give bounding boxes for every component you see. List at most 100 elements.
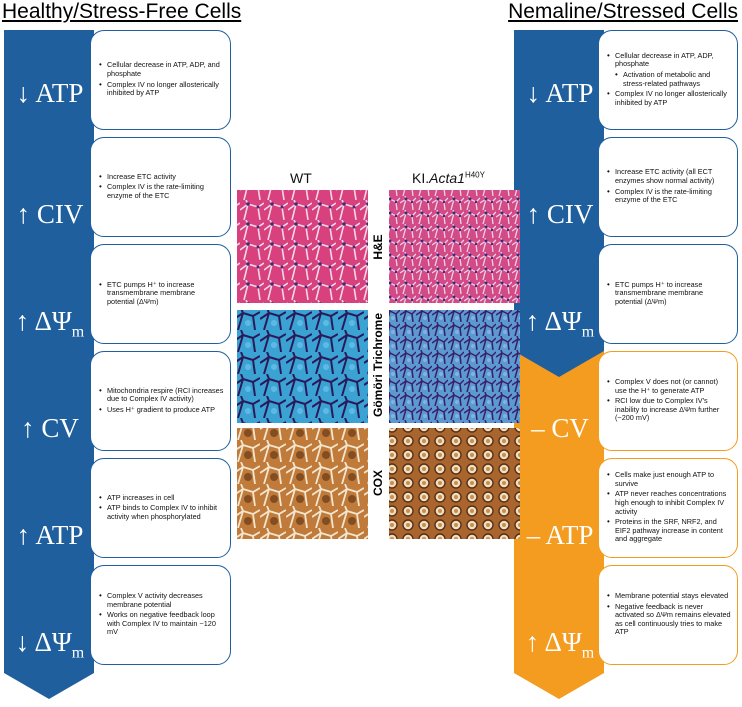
bullet-item: Complex IV is the rate-limiting enzyme o… <box>99 182 224 200</box>
left-step-3-label: ↑ ΔΨm <box>4 306 96 341</box>
step-symbol: CIV <box>546 199 594 229</box>
title-healthy: Healthy/Stress-Free Cells <box>2 0 242 23</box>
left-step-6-label: ↓ ΔΨm <box>4 627 96 662</box>
right-step-4-description: Complex V does not (or cannot) use the H… <box>598 351 738 451</box>
arrow-glyph: ↑ <box>526 199 541 229</box>
step-subscript: m <box>581 644 595 662</box>
step-symbol: ΔΨ <box>34 627 72 657</box>
left-step-4-chevron: ↑ CV <box>4 351 94 485</box>
ki-he-image <box>389 190 520 303</box>
row-label-cox: COX <box>371 470 385 497</box>
right-step-5-label: – ATP <box>514 520 606 551</box>
wt-cox-image <box>237 428 368 539</box>
left-step-2-label: ↑ CIV <box>4 199 96 230</box>
left-step-2-chevron: ↑ CIV <box>4 137 94 271</box>
title-nemaline: Nemaline/Stressed Cells <box>508 0 738 23</box>
wt-he-image <box>237 190 368 303</box>
ki-trichrome-image <box>389 310 520 423</box>
bullet-item: Cells make just enough ATP to survive <box>607 470 731 488</box>
step-symbol: ΔΨ <box>34 306 72 336</box>
bullet-item: ETC pumps H⁺ to increase transmembrane m… <box>99 280 224 307</box>
left-step-1-chevron: ↓ ATP <box>4 30 94 164</box>
bullet-item: Membrane potential stays elevated <box>607 591 731 601</box>
arrow-glyph: ↑ <box>16 520 31 550</box>
step-subscript: m <box>71 644 85 662</box>
right-step-4-chevron: – CV <box>514 351 604 485</box>
arrow-glyph: ↓ <box>16 78 31 108</box>
step-symbol: ATP <box>35 520 84 550</box>
step-subscript: m <box>71 323 85 341</box>
right-step-6-chevron: ↑ ΔΨm <box>514 565 604 699</box>
step-symbol: ATP <box>545 520 594 550</box>
arrow-glyph: ↑ <box>21 413 35 443</box>
wt-trichrome-image <box>237 310 368 423</box>
right-step-1-description: Cellular decrease in ATP, ADP, phosphate… <box>598 30 738 130</box>
row-label-he: H&E <box>371 234 385 260</box>
right-step-6-label: ↑ ΔΨm <box>514 627 606 662</box>
bullet-item: Complex IV no longer allosterically inhi… <box>99 80 224 98</box>
right-step-6-description: Membrane potential stays elevatedNegativ… <box>598 565 738 665</box>
left-step-1-description: Cellular decrease in ATP, ADP, and phosp… <box>90 30 231 130</box>
left-step-1-label: ↓ ATP <box>4 78 96 109</box>
row-label-trichrome: Gömöri Trichrome <box>371 312 385 418</box>
bullet-item: Cellular decrease in ATP, ADP, and phosp… <box>99 60 224 78</box>
left-step-2-description: Increase ETC activityComplex IV is the r… <box>90 137 231 237</box>
bullet-item: Increase ETC activity (all ECT enzymes s… <box>607 167 731 185</box>
step-subscript: m <box>581 323 595 341</box>
ki-cox-image <box>389 428 520 539</box>
bullet-item: ATP never reaches concentrations high en… <box>607 490 731 516</box>
step-symbol: CV <box>41 413 79 443</box>
step-symbol: ΔΨ <box>544 306 582 336</box>
left-step-5-label: ↑ ATP <box>4 520 96 551</box>
bullet-item: Works on negative feedback loop with Com… <box>99 610 224 637</box>
arrow-glyph: – <box>531 413 545 443</box>
bullet-item: ATP increases in cell <box>99 493 224 503</box>
bullet-item: Increase ETC activity <box>99 172 224 182</box>
right-step-3-label: ↑ ΔΨm <box>514 306 606 341</box>
arrow-glyph: ↓ <box>15 627 30 657</box>
arrow-glyph: ↑ <box>15 306 30 336</box>
bullet-item: Uses H⁺ gradient to produce ATP <box>99 405 224 415</box>
right-step-2-chevron: ↑ CIV <box>514 137 604 271</box>
left-step-5-chevron: ↑ ATP <box>4 458 94 592</box>
bullet-item: ATP binds to Complex IV to inhibit activ… <box>99 503 224 521</box>
step-symbol: CV <box>551 413 589 443</box>
bullet-item: Negative feedback is never activated so … <box>607 602 731 637</box>
right-step-3-description: ETC pumps H⁺ to increase transmembrane m… <box>598 244 738 344</box>
ki-header: KI.Acta1H40Y <box>412 170 485 186</box>
bullet-item: Complex IV is the rate-limiting enzyme o… <box>607 187 731 205</box>
bullet-item: Mitochondria respire (RCI increases due … <box>99 386 224 404</box>
left-step-6-description: Complex V activity decreases membrane po… <box>90 565 231 665</box>
left-step-6-chevron: ↓ ΔΨm <box>4 565 94 699</box>
step-symbol: ΔΨ <box>544 627 582 657</box>
left-step-4-description: Mitochondria respire (RCI increases due … <box>90 351 231 451</box>
step-symbol: ATP <box>35 78 84 108</box>
bullet-item: Cellular decrease in ATP, ADP, phosphate <box>607 51 731 69</box>
bullet-item: ETC pumps H⁺ to increase transmembrane m… <box>607 280 731 307</box>
right-step-2-description: Increase ETC activity (all ECT enzymes s… <box>598 137 738 237</box>
left-step-4-label: ↑ CV <box>4 413 96 444</box>
bullet-item: Proteins in the SRF, NRF2, and EIF2 path… <box>607 517 731 544</box>
right-step-1-label: ↓ ATP <box>514 78 606 109</box>
left-step-3-description: ETC pumps H⁺ to increase transmembrane m… <box>90 244 231 344</box>
bullet-item: Activation of metabolic and stress-relat… <box>615 70 731 88</box>
right-step-5-description: Cells make just enough ATP to surviveATP… <box>598 458 738 558</box>
step-symbol: CIV <box>36 199 84 229</box>
right-step-1-chevron: ↓ ATP <box>514 30 604 164</box>
arrow-glyph: – <box>526 520 541 550</box>
bullet-item: Complex V does not (or cannot) use the H… <box>607 377 731 395</box>
left-step-3-chevron: ↑ ΔΨm <box>4 244 94 378</box>
wt-header: WT <box>290 170 312 186</box>
bullet-item: Complex V activity decreases membrane po… <box>99 591 224 609</box>
right-step-2-label: ↑ CIV <box>514 199 606 230</box>
right-step-5-chevron: – ATP <box>514 458 604 592</box>
bullet-item: Complex IV no longer allosterically inhi… <box>607 89 731 107</box>
bullet-item: RCI low due to Complex IV's inability to… <box>607 396 731 423</box>
arrow-glyph: ↑ <box>16 199 31 229</box>
step-symbol: ATP <box>545 78 594 108</box>
left-step-5-description: ATP increases in cellATP binds to Comple… <box>90 458 231 558</box>
arrow-glyph: ↑ <box>525 627 540 657</box>
right-step-4-label: – CV <box>514 413 606 444</box>
arrow-glyph: ↓ <box>526 78 541 108</box>
